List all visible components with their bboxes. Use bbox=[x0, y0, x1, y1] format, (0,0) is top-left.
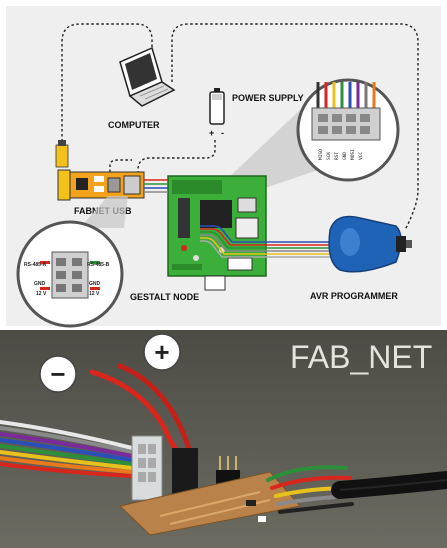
plus-badge: + bbox=[143, 333, 181, 371]
isp-zoom-cone bbox=[226, 110, 318, 196]
fabnet-ribbon-cable bbox=[144, 179, 168, 193]
avr-programmer-device bbox=[328, 215, 412, 273]
minus-symbol: − bbox=[50, 359, 65, 389]
computer-icon bbox=[119, 46, 176, 107]
isp-pin-label: MOSI bbox=[350, 149, 356, 160]
avr-programmer-label: AVR PROGRAMMER bbox=[310, 291, 398, 301]
computer-label: COMPUTER bbox=[108, 120, 160, 130]
rs485-zoom-cone bbox=[80, 196, 128, 228]
rs485-pinout-circle bbox=[16, 220, 124, 328]
power-wires bbox=[89, 363, 193, 455]
isp-pin-label: VCC bbox=[358, 152, 364, 160]
gestalt-node-board bbox=[167, 175, 267, 291]
isp-pin-label: SCK bbox=[326, 152, 332, 160]
plus-symbol: + bbox=[154, 337, 169, 367]
isp-pin-label: MISO bbox=[318, 149, 324, 160]
battery-icon bbox=[209, 88, 225, 125]
gestalt-node-label: GESTALT NODE bbox=[130, 292, 199, 302]
isp-ribbon-cable bbox=[200, 225, 330, 258]
ribbon-cable bbox=[0, 420, 134, 478]
pin-gnd-right-label: GND bbox=[89, 281, 101, 287]
dotted-cables bbox=[61, 23, 419, 231]
isp-pin-label: GND bbox=[342, 152, 348, 160]
wiring-diagram: COMPUTER + - POWER SUPPLY bbox=[6, 6, 441, 328]
pin-12v-left-label: 12 V bbox=[36, 291, 47, 297]
isp-pinout-circle: MISO SCK RST GND MOSI VCC bbox=[296, 78, 400, 182]
pin-rs485-b-label: RS-485-B bbox=[87, 262, 110, 268]
pin-gnd-left-label: GND bbox=[34, 281, 46, 287]
usb-cable-highlight bbox=[339, 479, 447, 491]
white-connector bbox=[131, 435, 163, 501]
battery-plus-label: + bbox=[209, 128, 214, 138]
photo-title: FAB_NET bbox=[290, 339, 432, 375]
minus-badge: − bbox=[39, 355, 77, 393]
isp-pin-label: RST bbox=[334, 152, 340, 160]
power-supply-label: POWER SUPPLY bbox=[232, 93, 304, 103]
hardware-photo: FAB_NET − + bbox=[0, 330, 447, 548]
pin-rs485-a-label: RS-485-A bbox=[24, 262, 47, 268]
battery-minus-label: - bbox=[221, 128, 224, 138]
copper-pcb bbox=[118, 471, 301, 536]
pin-12v-right-label: 12 V bbox=[89, 291, 100, 297]
fabnet-usb-board bbox=[55, 140, 145, 201]
